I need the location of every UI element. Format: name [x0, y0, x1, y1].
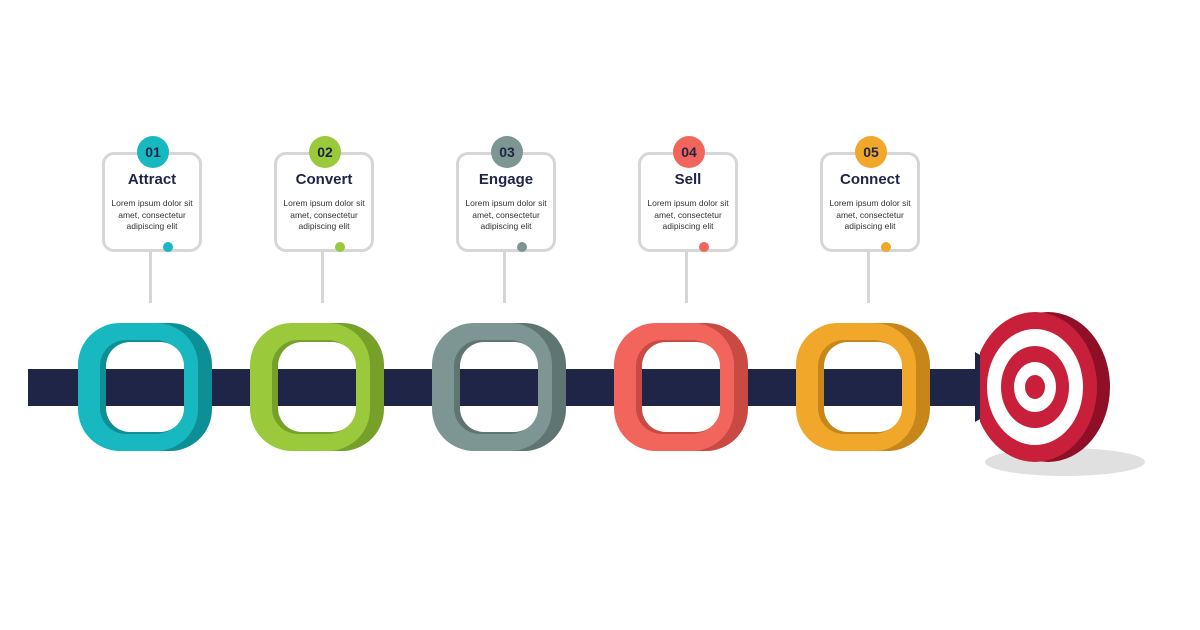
- arrow-shaft-through: [642, 369, 720, 406]
- step-title: Convert: [295, 171, 353, 188]
- step-3: 03 Engage Lorem ipsum dolor sit amet, co…: [432, 0, 566, 470]
- step-title: Sell: [674, 171, 702, 188]
- step-number-badge: 05: [855, 136, 887, 168]
- step-card: [102, 152, 202, 252]
- connector-stem: [503, 249, 506, 303]
- step-description: Lorem ipsum dolor sit amet, consectetur …: [283, 198, 365, 231]
- connector-stem: [149, 249, 152, 303]
- step-title: Connect: [840, 171, 900, 188]
- step-description: Lorem ipsum dolor sit amet, consectetur …: [829, 198, 911, 231]
- step-card: [638, 152, 738, 252]
- chain-link-icon: [796, 323, 930, 451]
- step-2: 02 Convert Lorem ipsum dolor sit amet, c…: [250, 0, 384, 470]
- arrow-shaft-through: [460, 369, 538, 406]
- connector-dot: [699, 242, 709, 252]
- step-number-badge: 01: [137, 136, 169, 168]
- step-4: 04 Sell Lorem ipsum dolor sit amet, cons…: [614, 0, 748, 470]
- bullseye-target-icon: [980, 312, 1145, 476]
- connector-stem: [321, 249, 324, 303]
- step-card: [820, 152, 920, 252]
- arrow-shaft-through: [106, 369, 184, 406]
- chain-link-icon: [614, 323, 748, 451]
- arrow-shaft-through: [824, 369, 902, 406]
- step-number-badge: 04: [673, 136, 705, 168]
- connector-dot: [163, 242, 173, 252]
- target-bullseye: [1025, 375, 1045, 399]
- step-description: Lorem ipsum dolor sit amet, consectetur …: [111, 198, 193, 231]
- connector-dot: [517, 242, 527, 252]
- connector-stem: [685, 249, 688, 303]
- connector-dot: [881, 242, 891, 252]
- step-description: Lorem ipsum dolor sit amet, consectetur …: [647, 198, 729, 231]
- chain-link-icon: [432, 323, 566, 451]
- chain-link-icon: [250, 323, 384, 451]
- step-5: 05 Connect Lorem ipsum dolor sit amet, c…: [796, 0, 930, 470]
- chain-link-icon: [78, 323, 212, 451]
- connector-stem: [867, 249, 870, 303]
- step-1: 01 Attract Lorem ipsum dolor sit amet, c…: [78, 0, 212, 470]
- connector-dot: [335, 242, 345, 252]
- step-title: Attract: [127, 171, 177, 188]
- step-card: [456, 152, 556, 252]
- step-description: Lorem ipsum dolor sit amet, consectetur …: [465, 198, 547, 231]
- step-number-badge: 03: [491, 136, 523, 168]
- arrow-shaft-through: [278, 369, 356, 406]
- step-number-badge: 02: [309, 136, 341, 168]
- step-title: Engage: [478, 171, 534, 188]
